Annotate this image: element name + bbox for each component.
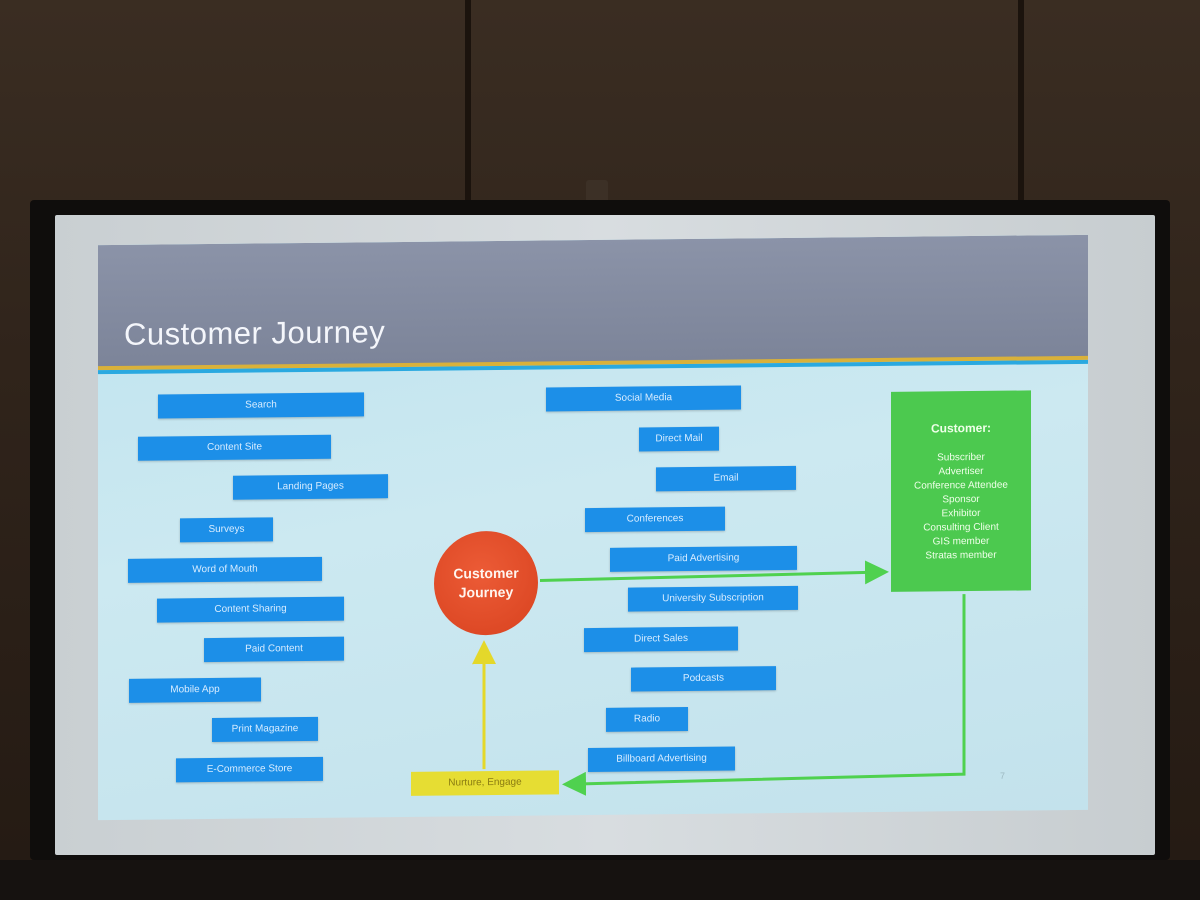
nurture-engage-box: Nurture, Engage [411, 770, 559, 796]
center-label: Customer Journey [453, 564, 519, 601]
arrow-customer-to-nurture [562, 594, 966, 796]
channel-surveys: Surveys [180, 517, 273, 543]
arrow-to-customer [539, 560, 889, 585]
customer-type: Conference Attendee [914, 479, 1008, 492]
channel-social-media: Social Media [546, 385, 741, 412]
channel-e-commerce-store: E-Commerce Store [176, 756, 323, 783]
channel-content-sharing: Content Sharing [157, 596, 344, 623]
channel-landing-pages: Landing Pages [233, 474, 388, 500]
channel-paid-content: Paid Content [204, 636, 344, 663]
channel-search: Search [158, 392, 364, 419]
customer-type: Advertiser [938, 465, 984, 478]
channel-university-subscription: University Subscription [628, 585, 798, 612]
channel-direct-sales: Direct Sales [584, 626, 738, 653]
channel-radio: Radio [606, 707, 688, 732]
channel-word-of-mouth: Word of Mouth [128, 556, 322, 583]
customer-type: Stratas member [925, 549, 997, 562]
customer-type: Subscriber [937, 451, 985, 464]
wall-panel-seam [465, 0, 471, 205]
screen-bottom-bezel [0, 860, 1200, 900]
channel-content-site: Content Site [138, 434, 331, 461]
wall-panel-seam [1018, 0, 1024, 205]
connector-arrows [472, 560, 966, 796]
customer-box: Customer: Subscriber Advertiser Conferen… [891, 390, 1031, 592]
customer-type-list: Subscriber Advertiser Conference Attende… [891, 450, 1031, 563]
channel-podcasts: Podcasts [631, 666, 776, 692]
channel-conferences: Conferences [585, 506, 725, 533]
channel-billboard-advertising: Billboard Advertising [588, 746, 735, 773]
customer-heading: Customer: [930, 420, 991, 436]
customer-type: Consulting Client [923, 521, 999, 534]
customer-type: Exhibitor [941, 507, 981, 520]
channel-direct-mail: Direct Mail [639, 426, 719, 452]
page-number: 7 [1000, 770, 1006, 781]
channel-paid-advertising: Paid Advertising [610, 545, 797, 572]
channel-print-magazine: Print Magazine [212, 716, 318, 742]
channel-email: Email [656, 465, 796, 492]
channel-mobile-app: Mobile App [129, 677, 261, 703]
slide: Customer Journey Search Content Site Lan… [98, 234, 1088, 821]
customer-type: GIS member [932, 535, 990, 548]
customer-journey-circle: Customer Journey [434, 530, 538, 636]
customer-type: Sponsor [942, 493, 980, 506]
